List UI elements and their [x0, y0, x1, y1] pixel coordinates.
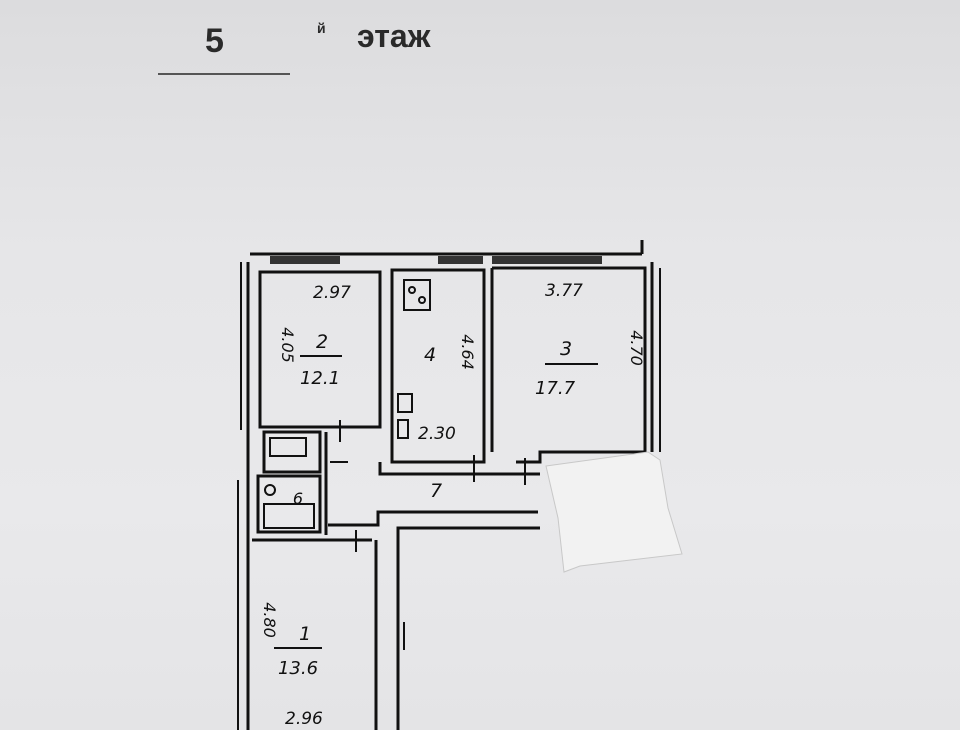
room-4-width: 2.30	[418, 424, 456, 444]
room-3-outline	[492, 266, 647, 464]
room-2-area: 12.1	[300, 368, 340, 389]
stove-burner-icon	[408, 286, 416, 294]
room-1-length: 4.80	[260, 602, 279, 638]
bathroom-number: 6	[293, 489, 303, 508]
kitchen-fixture-icon	[397, 419, 409, 439]
room-4-outline	[390, 268, 486, 464]
bathroom-6	[256, 474, 322, 534]
lower-right-room-wall	[396, 526, 540, 730]
room-3-area: 17.7	[535, 378, 576, 399]
room-2-width: 2.97	[313, 283, 351, 303]
floor-number-suffix: й	[317, 20, 326, 36]
room-2-outline	[258, 270, 382, 429]
room-3-width: 3.77	[545, 281, 583, 301]
paper-sticker	[545, 451, 683, 573]
room-2-length: 4.05	[278, 327, 297, 363]
window-room-2	[270, 256, 340, 264]
toilet-room	[262, 430, 322, 474]
washbasin-icon	[264, 484, 276, 496]
window-room-3	[492, 256, 602, 264]
sink-icon	[397, 393, 413, 413]
toilet-icon	[269, 437, 307, 457]
floor-header: 5 й этаж	[0, 0, 960, 90]
room-2-number: 2	[316, 331, 328, 353]
floor-number: 5	[205, 22, 224, 60]
walls	[237, 240, 661, 730]
room-4-number: 4	[424, 344, 436, 366]
room-1-number: 1	[299, 623, 311, 645]
stove-icon	[403, 279, 431, 311]
stove-burner-icon	[418, 296, 426, 304]
corridor-number: 7	[430, 480, 442, 502]
room-3-length: 4.70	[627, 330, 646, 366]
doors	[330, 420, 526, 650]
window-room-4	[438, 256, 483, 264]
room-4-length: 4.64	[458, 334, 477, 370]
bathtub-icon	[263, 503, 315, 529]
room-1-area: 13.6	[278, 658, 318, 679]
room-1-width: 2.96	[285, 709, 323, 729]
corridor-bottom-wall	[328, 510, 538, 527]
floor-number-underline	[158, 73, 290, 75]
room-3-number: 3	[560, 338, 572, 360]
fixtures	[263, 279, 431, 529]
corridor-top-wall	[378, 462, 540, 476]
floor-label: этаж	[357, 18, 431, 54]
